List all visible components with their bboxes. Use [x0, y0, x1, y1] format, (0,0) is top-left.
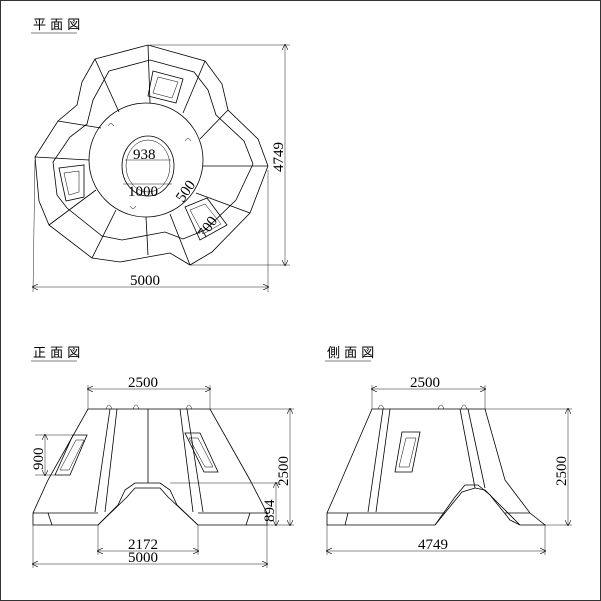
front-dim-base-width: 5000 — [128, 550, 158, 566]
front-dim-height: 2500 — [276, 456, 292, 486]
side-body-outline — [326, 408, 547, 526]
plan-dim-hole-outer: 938 — [133, 147, 156, 163]
front-dim-window-height: 900 — [31, 448, 47, 471]
plan-center-hole — [121, 135, 175, 197]
front-view: 正 面 図 2500 — [31, 346, 294, 568]
plan-dim-hole-inner: 1000 — [128, 184, 158, 200]
plan-dim-width: 5000 — [130, 273, 160, 289]
side-hook-left — [377, 404, 385, 410]
front-dim-arch-height: 894 — [262, 499, 278, 522]
front-hook-right — [185, 404, 193, 410]
front-body-outline — [32, 408, 268, 526]
front-window-right — [184, 432, 219, 473]
side-window — [394, 431, 421, 473]
side-dim-height: 2500 — [554, 456, 570, 486]
plan-view-title: 平 面 図 — [33, 18, 80, 33]
side-hook-right — [460, 404, 468, 410]
plan-dim-width-ext-left — [32, 159, 36, 293]
plan-slot-bottom-right-inner — [189, 203, 222, 235]
side-hook-center — [437, 404, 445, 410]
plan-dim-slot-offset: 500 — [173, 178, 199, 206]
front-hook-left — [105, 404, 113, 410]
front-dim-top-width: 2500 — [128, 375, 158, 391]
plan-center-hole-inner — [125, 139, 171, 193]
plan-dim-height: 4749 — [271, 142, 287, 172]
side-ribs — [344, 408, 486, 526]
plan-view: 平 面 図 — [31, 18, 290, 293]
front-window-left — [54, 434, 88, 476]
plan-slot-bottom-right — [184, 197, 228, 241]
plan-radial-ribs — [34, 44, 268, 266]
plan-slot-left — [58, 164, 85, 202]
front-dim-arch-width: 2172 — [128, 537, 158, 553]
front-window-left-inner — [59, 439, 85, 471]
side-view: 側 面 図 2500 2500 4749 — [325, 346, 572, 555]
plan-slot-top — [147, 70, 184, 104]
side-view-title: 側 面 図 — [327, 346, 374, 361]
plan-outer-outline — [34, 44, 269, 266]
front-hook-center — [132, 404, 140, 410]
plan-hook-marks — [107, 123, 192, 209]
side-dim-base-width: 4749 — [418, 537, 448, 553]
plan-inner-outline — [52, 59, 254, 241]
front-view-title: 正 面 図 — [33, 346, 80, 361]
plan-slot-top-inner — [152, 76, 179, 99]
front-arch — [97, 482, 199, 526]
front-ribs — [47, 408, 251, 526]
front-window-right-inner — [188, 437, 214, 468]
side-window-inner — [398, 437, 417, 468]
side-arch — [434, 484, 521, 526]
side-dim-top-width: 2500 — [410, 375, 440, 391]
plan-slot-left-inner — [63, 170, 80, 196]
